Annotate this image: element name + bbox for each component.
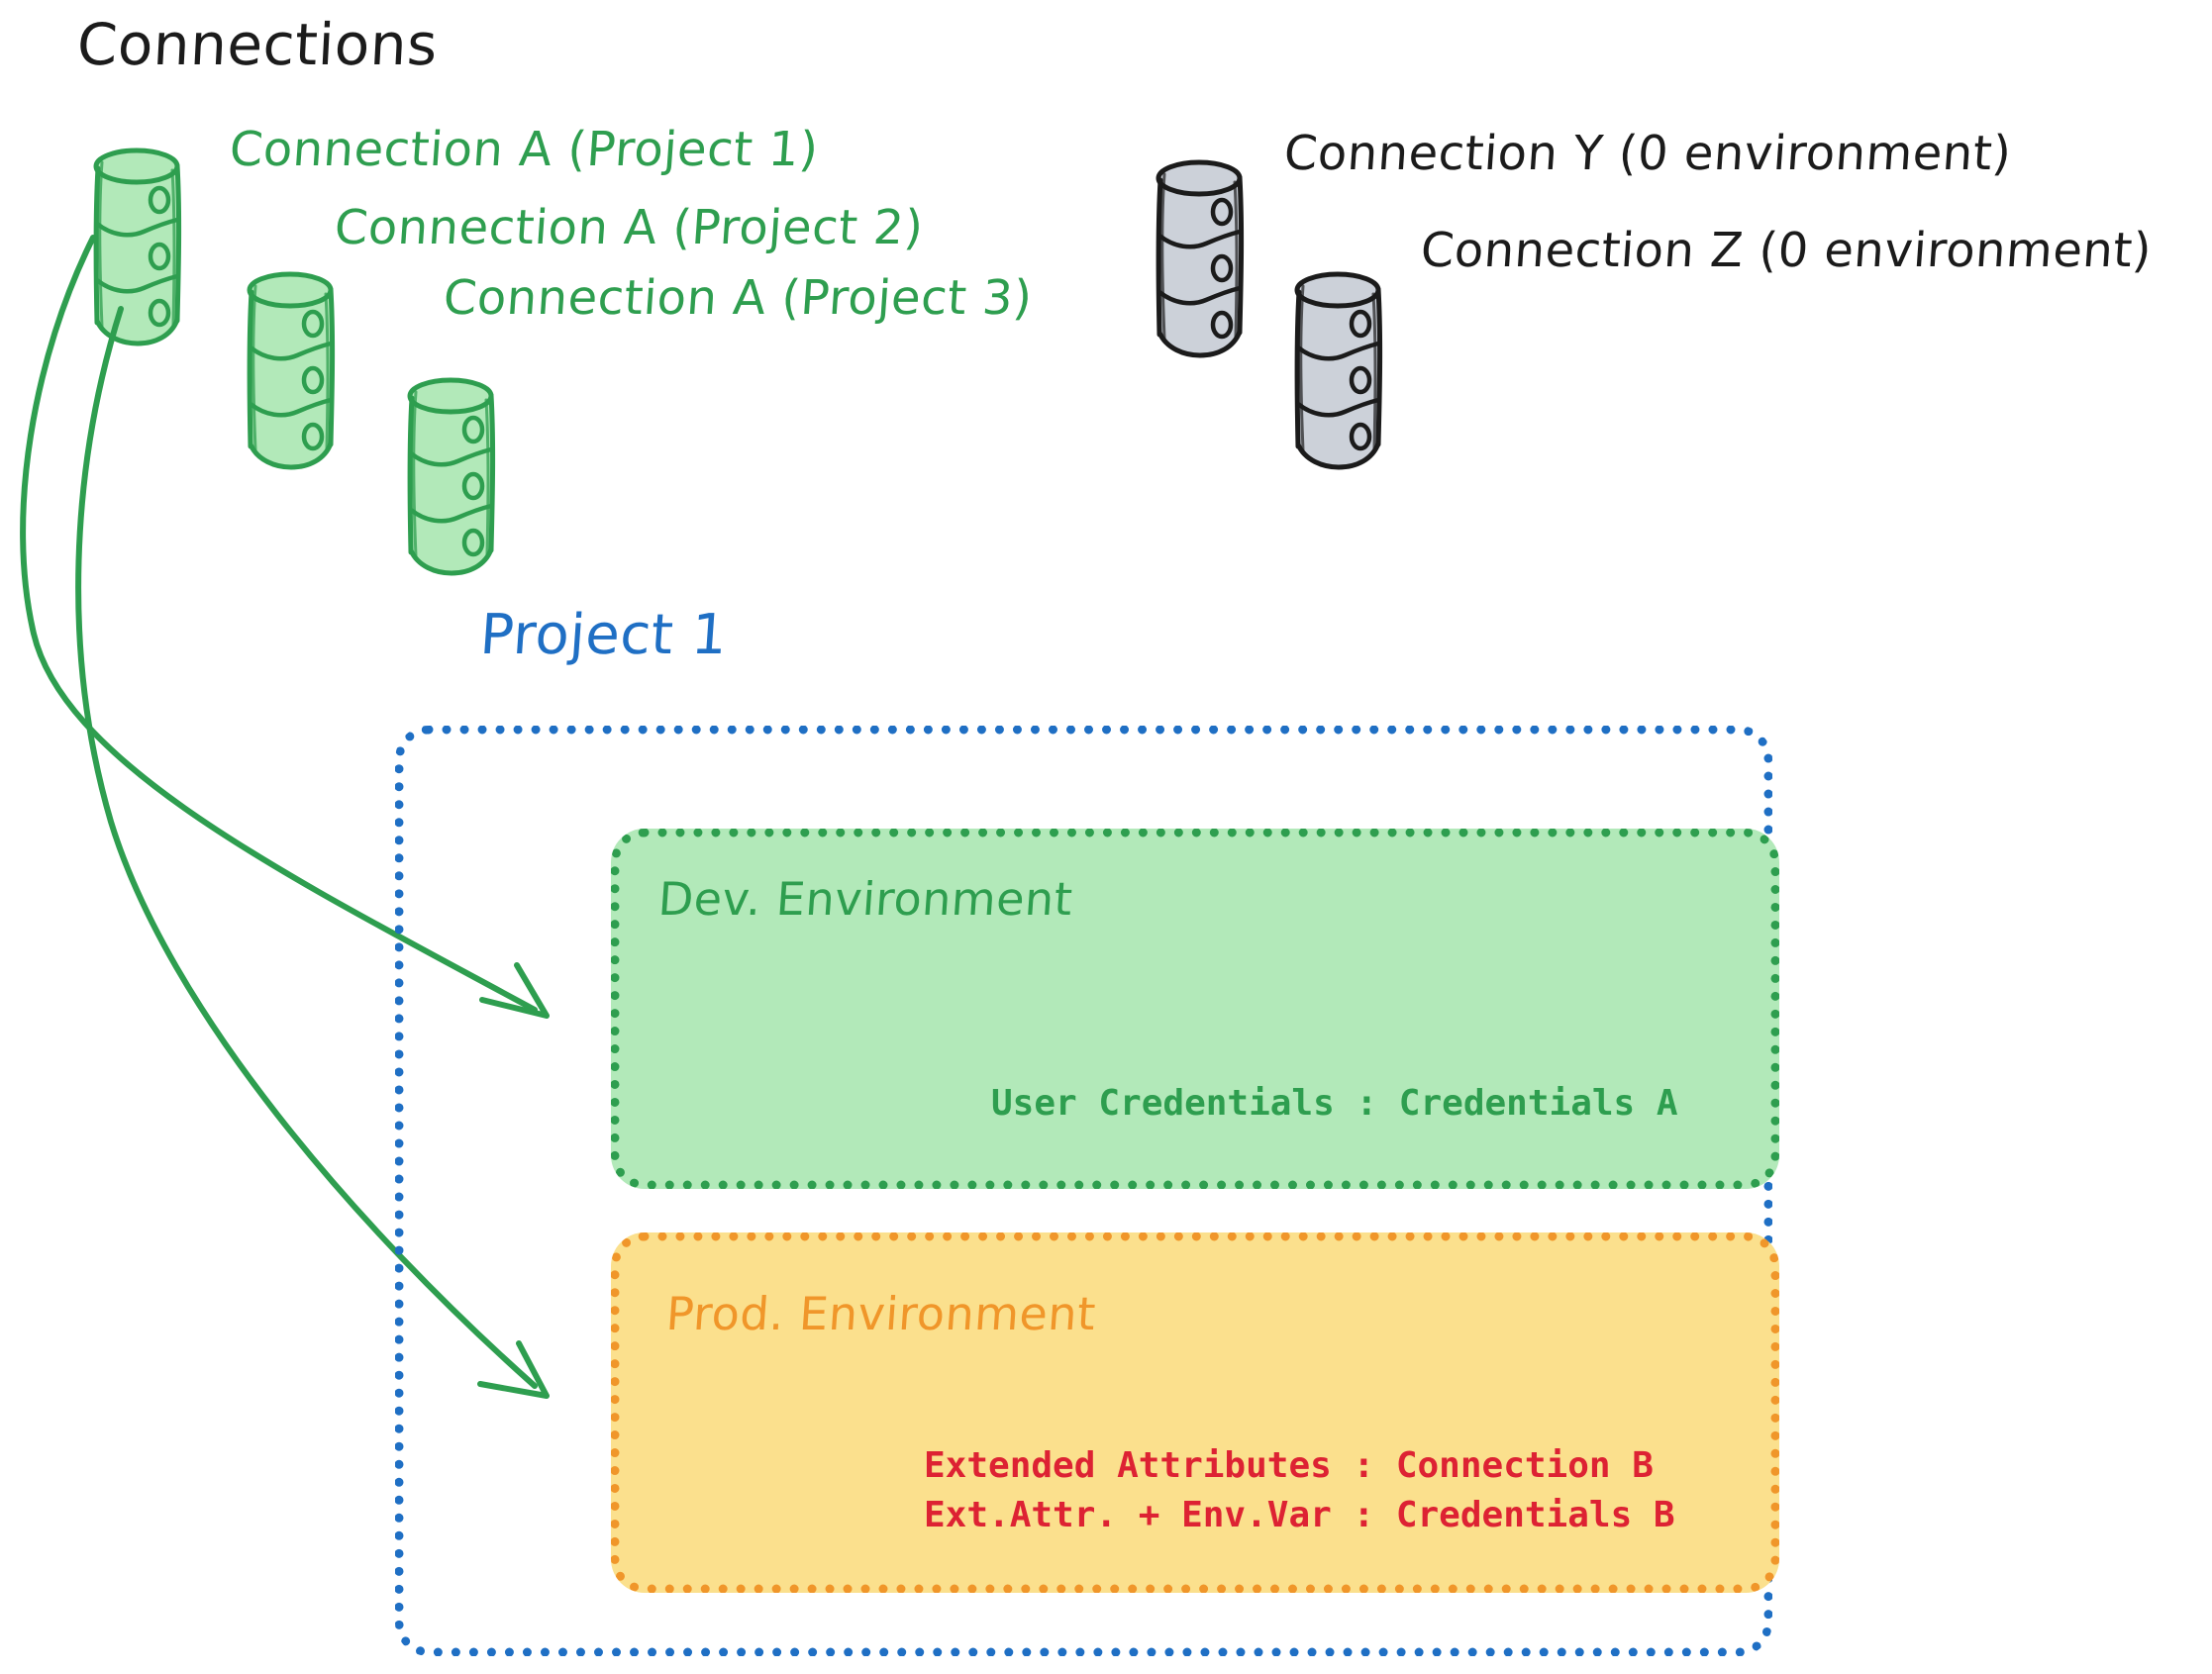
database-cylinder-icon-connection-y [1158, 162, 1242, 355]
database-cylinder-icon-connection-a-2 [250, 274, 333, 467]
connection-label-a-project-3[interactable]: Connection A (Project 3) [442, 270, 1035, 326]
arrow-connection-a-to-dev [20, 235, 550, 1019]
prod-environment-title: Prod. Environment [664, 1287, 1098, 1340]
connection-label-y[interactable]: Connection Y (0 environment) [1282, 126, 2014, 181]
project-1-container [395, 726, 1772, 1656]
prod-environment-extended-attributes-line: Extended Attributes : Connection B [924, 1445, 1654, 1486]
database-cylinder-icon-connection-a-3 [410, 380, 493, 573]
database-cylinder-icon-connection-z [1297, 274, 1380, 467]
prod-environment-box[interactable] [611, 1232, 1779, 1593]
connection-label-z[interactable]: Connection Z (0 environment) [1419, 223, 2154, 278]
dev-environment-title: Dev. Environment [656, 872, 1075, 926]
arrow-connection-a-to-prod [75, 306, 550, 1399]
connection-label-a-project-1[interactable]: Connection A (Project 1) [228, 122, 821, 177]
dev-environment-box[interactable] [611, 829, 1779, 1189]
page-title: Connections [75, 11, 440, 78]
database-cylinder-icon-connection-a-1 [96, 150, 179, 344]
connection-label-a-project-2[interactable]: Connection A (Project 2) [333, 200, 926, 255]
project-title: Project 1 [477, 603, 730, 667]
prod-environment-env-var-line: Ext.Attr. + Env.Var : Credentials B [924, 1495, 1675, 1535]
dev-environment-credentials-line: User Credentials : Credentials A [991, 1083, 1678, 1124]
